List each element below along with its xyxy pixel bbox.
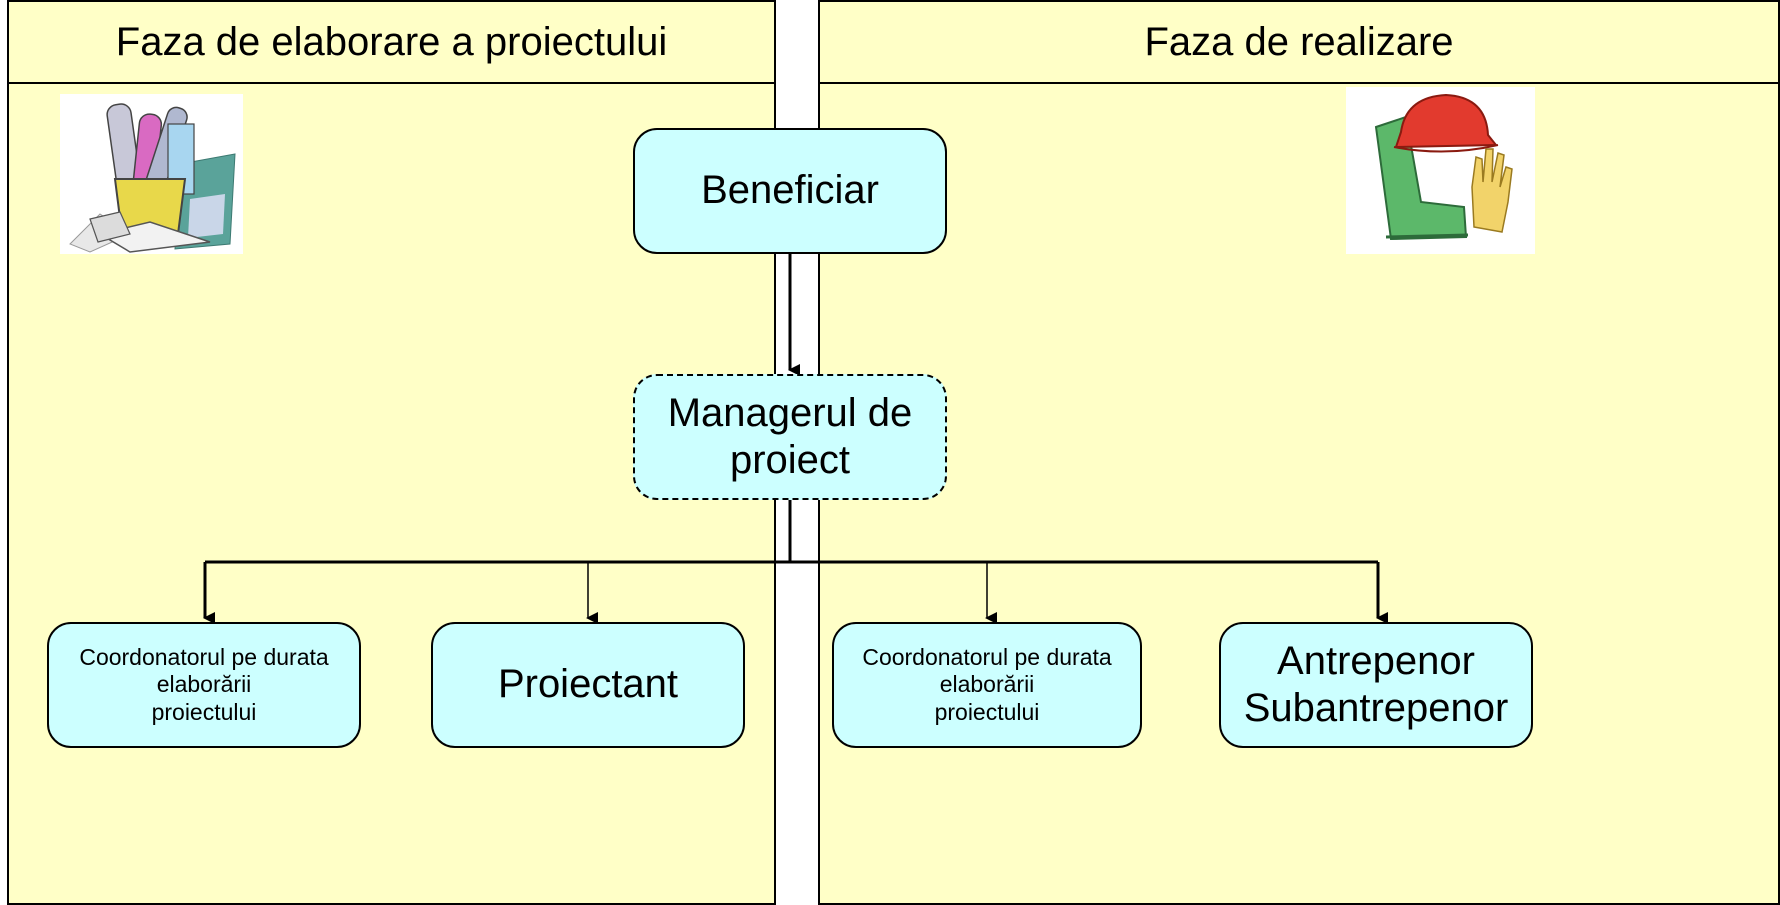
- right-phase-title: Faza de realizare: [820, 2, 1778, 84]
- hardhat-boot-glove-icon: [1346, 87, 1535, 254]
- antreprenor-node: Antrepenor Subantrepenor: [1219, 622, 1533, 748]
- proiectant-node: Proiectant: [431, 622, 745, 748]
- coordinator-design-node: Coordonatorul pe durata elaborării proie…: [47, 622, 361, 748]
- blueprint-rolls-icon: [60, 94, 243, 254]
- left-phase-title: Faza de elaborare a proiectului: [9, 2, 774, 84]
- project-manager-node: Managerul de proiect: [633, 374, 947, 500]
- coordinator-execution-node: Coordonatorul pe durata elaborării proie…: [832, 622, 1142, 748]
- beneficiar-node: Beneficiar: [633, 128, 947, 254]
- right-phase-panel: Faza de realizare: [818, 0, 1780, 905]
